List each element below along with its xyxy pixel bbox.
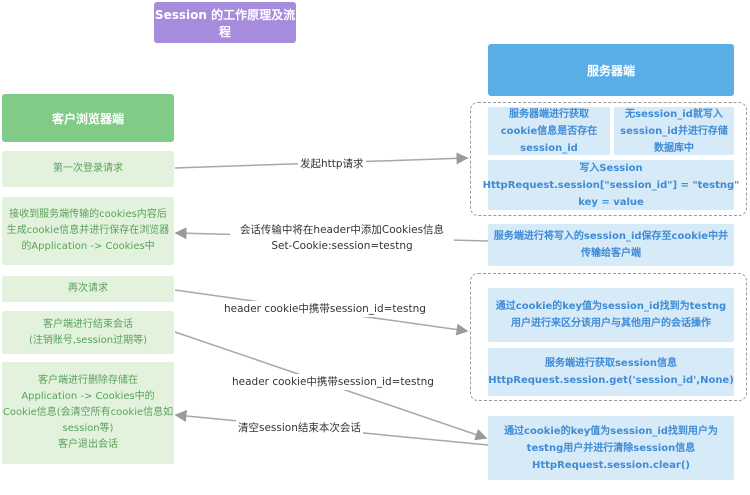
server-get-session: 服务端进行获取session信息 HttpRequest.session.get…	[488, 348, 734, 396]
server-check-session: 服务器端进行获取cookie信息是否存在session_id	[488, 107, 610, 155]
server-header: 服务器端	[488, 44, 734, 96]
diagram-title: Session 的工作原理及流程	[154, 2, 296, 43]
label-http-request: 发起http请求	[298, 156, 366, 172]
server-identify-user: 通过cookie的key值为session_id找到为testng用户进行来区分…	[488, 288, 734, 342]
label-clear-session: 清空session结束本次会话	[236, 420, 363, 436]
server-write-session-id: 无session_id就写入session_id并进行存储数据库中	[614, 107, 734, 155]
label-header-cookie-1: header cookie中携带session_id=testng	[222, 301, 428, 317]
server-group-2	[470, 273, 747, 401]
client-first-login: 第一次登录请求	[2, 151, 174, 187]
client-second-request: 再次请求	[2, 276, 174, 302]
client-delete-cookie: 客户端进行删除存储在 Application -> Cookies中的 Cook…	[2, 362, 174, 464]
label-header-cookie-2: header cookie中携带session_id=testng	[230, 374, 436, 390]
client-header: 客户浏览器端	[2, 94, 174, 142]
server-clear-session: 通过cookie的key值为session_id找到用户为testng用户并进行…	[488, 416, 734, 480]
server-write-session: 写入Session HttpRequest.session["session_i…	[483, 160, 739, 210]
server-save-cookie: 服务端进行将写入的session_id保存至cookie中并传输给客户端	[488, 224, 734, 266]
label-set-cookie: 会话传输中将在header中添加Cookies信息 Set-Cookie:ses…	[230, 222, 454, 254]
server-group-1	[470, 102, 747, 216]
client-save-cookie: 接收到服务端传输的cookies内容后生成cookie信息并进行保存在浏览器的A…	[2, 197, 174, 265]
client-end-session: 客户端进行结束会话 (注销账号,session过期等)	[2, 311, 174, 354]
